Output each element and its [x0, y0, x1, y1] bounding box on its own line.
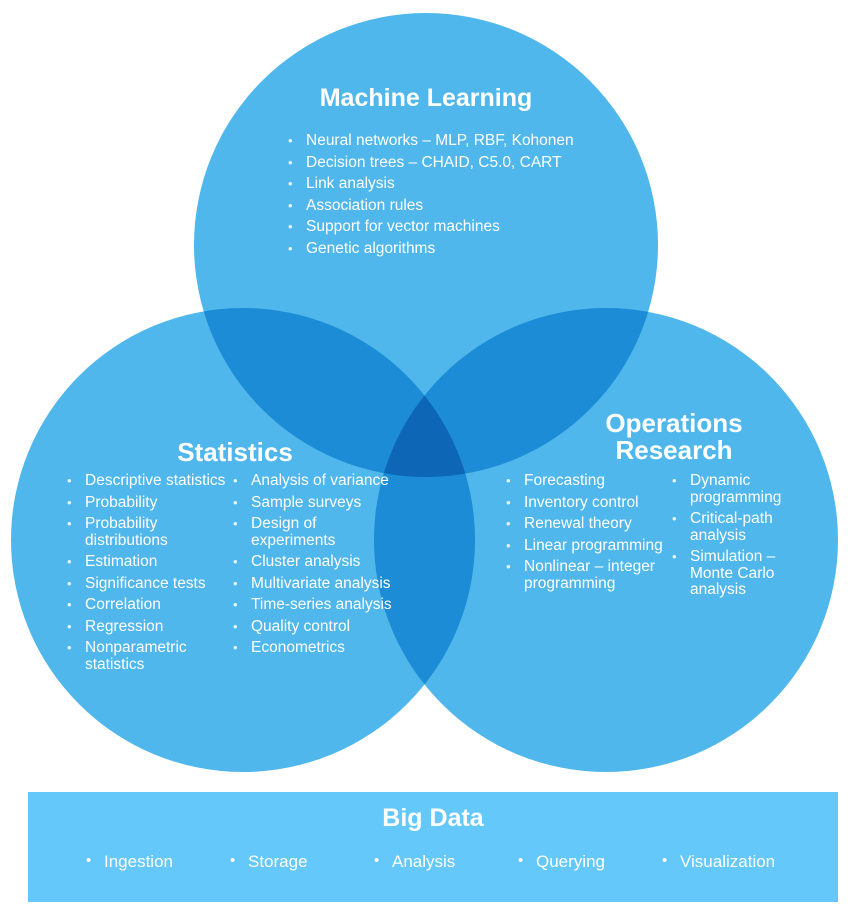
- operations-research-item: Linear programming: [506, 537, 671, 555]
- operations-research-title-line1: Operations: [605, 408, 743, 438]
- operations-research-item: Critical-path analysis: [672, 510, 802, 544]
- statistics-item: Analysis of variance: [233, 472, 393, 490]
- big-data-item: Visualization: [662, 852, 775, 872]
- statistics-list-right: Analysis of varianceSample surveysDesign…: [233, 472, 393, 662]
- machine-learning-item: Decision trees – CHAID, C5.0, CART: [288, 154, 608, 172]
- statistics-item: Sample surveys: [233, 494, 393, 512]
- machine-learning-item: Association rules: [288, 197, 608, 215]
- statistics-item: Cluster analysis: [233, 553, 393, 571]
- statistics-item: Design of experiments: [233, 515, 393, 549]
- statistics-item: Probability distributions: [67, 515, 227, 549]
- statistics-item: Quality control: [233, 618, 393, 636]
- operations-research-item: Renewal theory: [506, 515, 671, 533]
- statistics-list-left: Descriptive statisticsProbabilityProbabi…: [67, 472, 227, 678]
- statistics-item: Significance tests: [67, 575, 227, 593]
- operations-research-item: Nonlinear – integer programming: [506, 558, 671, 592]
- big-data-items: Ingestion Storage Analysis Querying Visualiz…: [28, 852, 838, 874]
- operations-research-list-right: Dynamic programmingCritical-path analysi…: [672, 472, 802, 604]
- statistics-item: Descriptive statistics: [67, 472, 227, 490]
- statistics-item: Estimation: [67, 553, 227, 571]
- big-data-item: Querying: [518, 852, 605, 872]
- big-data-item: Ingestion: [86, 852, 173, 872]
- operations-research-item: Forecasting: [506, 472, 671, 490]
- ml-statistics-overlap: [194, 308, 475, 477]
- big-data-title: Big Data: [382, 804, 484, 832]
- machine-learning-item: Neural networks – MLP, RBF, Kohonen: [288, 132, 608, 150]
- statistics-item: Nonparametric statistics: [67, 639, 227, 673]
- machine-learning-item: Link analysis: [288, 175, 608, 193]
- operations-research-item: Simulation – Monte Carlo analysis: [672, 548, 802, 599]
- ml-operations-overlap: [374, 308, 658, 477]
- operations-research-item: Inventory control: [506, 494, 671, 512]
- operations-research-title: Operations Research: [584, 410, 764, 464]
- statistics-item: Probability: [67, 494, 227, 512]
- statistics-item: Multivariate analysis: [233, 575, 393, 593]
- statistics-item: Correlation: [67, 596, 227, 614]
- big-data-banner: Big Data Ingestion Storage Analysis Queryin…: [28, 792, 838, 902]
- statistics-item: Regression: [67, 618, 227, 636]
- machine-learning-item: Genetic algorithms: [288, 240, 608, 258]
- machine-learning-list: Neural networks – MLP, RBF, KohonenDecis…: [288, 132, 608, 262]
- operations-research-list-left: ForecastingInventory controlRenewal theo…: [506, 472, 671, 597]
- operations-research-item: Dynamic programming: [672, 472, 802, 506]
- big-data-item: Storage: [230, 852, 308, 872]
- machine-learning-title: Machine Learning: [319, 84, 533, 112]
- operations-research-title-line2: Research: [615, 435, 733, 465]
- big-data-item: Analysis: [374, 852, 455, 872]
- machine-learning-item: Support for vector machines: [288, 218, 608, 236]
- statistics-item: Econometrics: [233, 639, 393, 657]
- statistics-item: Time-series analysis: [233, 596, 393, 614]
- statistics-title: Statistics: [177, 437, 293, 467]
